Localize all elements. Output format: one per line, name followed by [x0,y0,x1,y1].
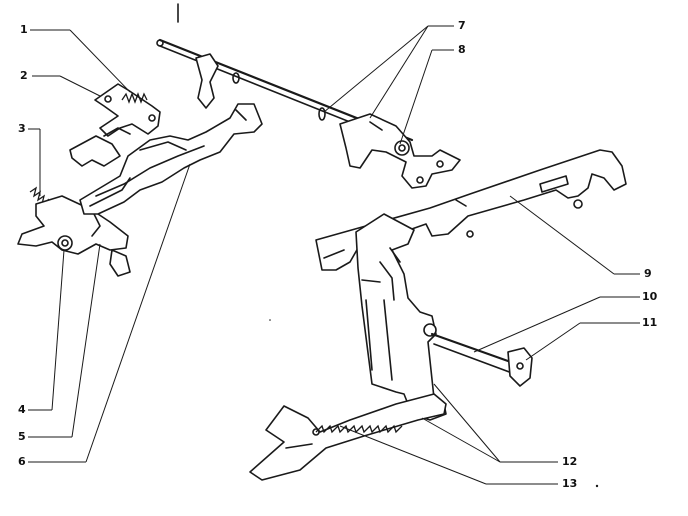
leader-5b [71,243,101,438]
leader-12b [433,383,501,463]
scan-dot [595,484,599,488]
leader-6b [85,163,191,463]
leader-7b [323,25,429,113]
leader-10b [473,296,601,353]
part-4-washer [57,235,73,251]
leader-4b [51,249,65,411]
callout-5: 5 [18,430,26,443]
part-6-stamped-plate [79,103,263,215]
part-10-rod [430,332,524,377]
part-7-rod [156,38,414,147]
scan-dot-2 [269,319,271,321]
part-8-lever-assembly [339,113,461,189]
leader-1b [69,29,131,93]
callout-11: 11 [642,316,658,329]
leader-13b [339,425,487,485]
callout-1: 1 [20,23,28,36]
part-11-clip [507,347,533,387]
leader-2b [59,75,101,97]
callout-7: 7 [458,19,466,32]
part-13-lever-and-spring [249,393,447,481]
callout-6: 6 [18,455,26,468]
leader-11b [525,322,581,361]
leader-9b [509,195,615,275]
callout-4: 4 [18,403,26,416]
callout-3: 3 [18,122,26,135]
callout-10: 10 [642,290,658,303]
callout-9: 9 [644,267,652,280]
leader-7c [369,25,429,119]
part-2-bracket [69,83,161,167]
leader-8b [399,49,433,145]
callout-2: 2 [20,69,28,82]
callout-13: 13 [562,477,578,490]
part-5-lower-bracket [17,195,131,277]
part-1-spring [121,92,148,104]
callout-8: 8 [458,43,466,56]
leader-lines [28,25,640,485]
part-12-vertical-bracket [355,213,447,421]
callout-12: 12 [562,455,578,468]
leader-12c [421,417,501,463]
